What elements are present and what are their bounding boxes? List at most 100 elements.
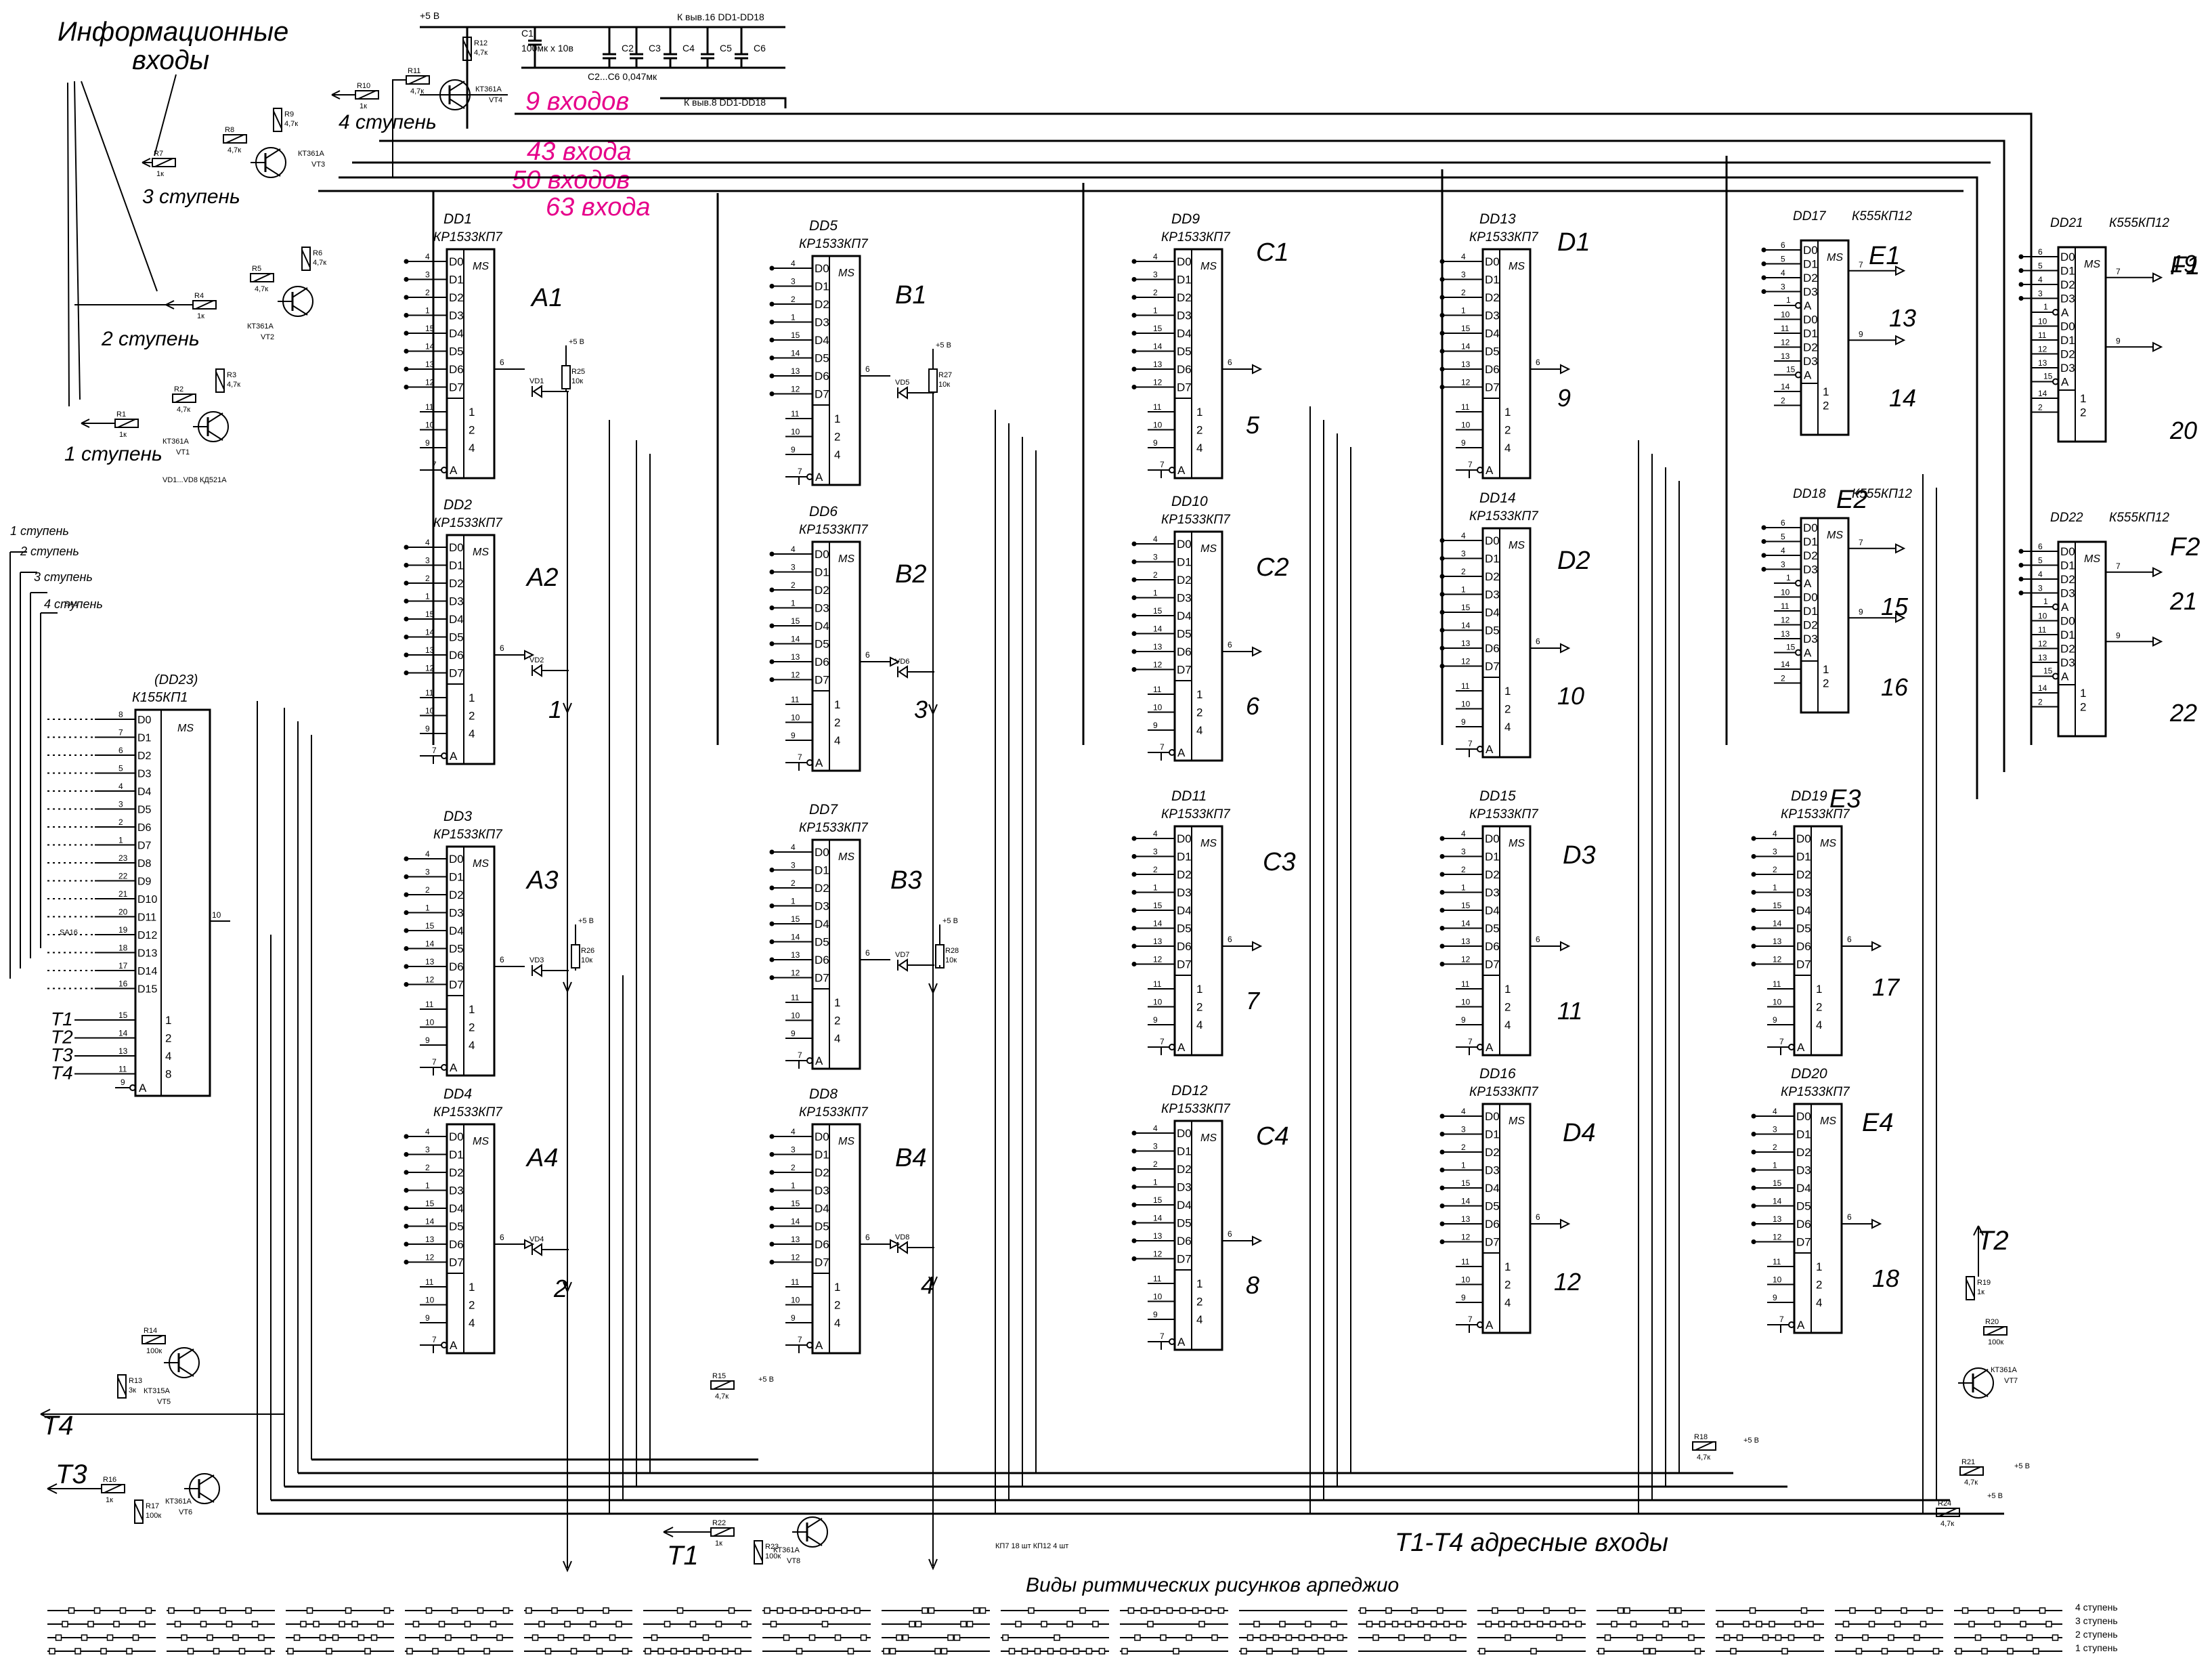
svg-text:КТ361А: КТ361А <box>475 85 502 93</box>
svg-text:КТ315А: КТ315А <box>144 1387 170 1395</box>
pin-number: 15 <box>791 331 800 340</box>
chip-type: КР1533КП7 <box>799 1105 869 1120</box>
pin-number: 4 <box>1461 1107 1466 1116</box>
pin-label: D0 <box>1177 538 1192 551</box>
pin-label: D0 <box>449 541 464 554</box>
cap-note: С2...С6 0,047мк <box>588 71 657 82</box>
arrow-out <box>890 656 901 667</box>
svg-text:VD5: VD5 <box>895 379 909 387</box>
svg-text:A: A <box>1804 577 1812 590</box>
note-mark <box>445 1634 452 1641</box>
chip-body <box>811 540 861 772</box>
pin-label: D5 <box>1485 1200 1500 1213</box>
pin-label: D3 <box>815 1185 829 1197</box>
svg-text:R15: R15 <box>712 1372 726 1380</box>
chip-ms-label: MS <box>1200 1132 1217 1144</box>
pin-number: 1 <box>791 1181 796 1191</box>
svg-text:100к: 100к <box>146 1512 161 1520</box>
note-mark <box>1127 1607 1135 1614</box>
pin-label: D6 <box>1796 1218 1811 1231</box>
pin-number: 7 <box>1779 1315 1784 1324</box>
note-mark <box>1543 1607 1550 1614</box>
svg-text:3 ступень: 3 ступень <box>34 570 93 584</box>
svg-text:4,7к: 4,7к <box>410 87 424 95</box>
svg-text:+5 В: +5 В <box>2014 1462 2030 1470</box>
pin-label: D5 <box>449 345 464 358</box>
svg-text:7: 7 <box>1859 260 1863 270</box>
svg-text:D2: D2 <box>1803 272 1818 284</box>
svg-text:D3: D3 <box>2060 587 2075 600</box>
chip-ms-label: MS <box>1820 1115 1836 1127</box>
note-mark <box>238 1648 246 1655</box>
svg-text:D10: D10 <box>137 894 157 906</box>
note-mark <box>1894 1621 1901 1627</box>
addr-label: 2 <box>1196 1296 1202 1308</box>
note-mark <box>1485 1621 1492 1627</box>
pin-number: 13 <box>425 645 435 655</box>
svg-text:VD1: VD1 <box>529 377 544 385</box>
svg-text:+5 В: +5 В <box>578 917 594 925</box>
pin-label: D5 <box>449 943 464 956</box>
pin-number: 13 <box>1461 360 1471 369</box>
pin-label: D6 <box>815 370 829 383</box>
addr-label: 4 <box>1504 1296 1511 1309</box>
pin-label: D2 <box>449 577 464 590</box>
addr-label: 1 <box>1504 1260 1511 1273</box>
out-pin: 6 <box>500 643 504 653</box>
chip-ref: DD2 <box>443 497 472 513</box>
svg-text:7: 7 <box>1859 538 1863 547</box>
note-mark <box>194 1607 200 1614</box>
note-mark <box>1285 1634 1293 1641</box>
pin-number: 10 <box>1153 1292 1163 1302</box>
pin-label: D1 <box>815 566 829 579</box>
stage-label-4: 4 ступень <box>339 111 437 133</box>
pin-number: 10 <box>791 713 800 723</box>
pin-label: D4 <box>1485 1182 1500 1195</box>
svg-text:12: 12 <box>1781 616 1790 625</box>
enable-label: A <box>1177 1336 1186 1348</box>
pin-label: D0 <box>815 1130 829 1143</box>
svg-text:+5 В: +5 В <box>1743 1436 1759 1445</box>
rhythm-pattern <box>882 1607 990 1655</box>
svg-text:R2: R2 <box>174 385 183 393</box>
svg-text:КТ361А: КТ361А <box>162 438 189 446</box>
svg-text:7: 7 <box>118 728 123 738</box>
pin-label: D6 <box>815 656 829 668</box>
block-label-b3: B3 <box>890 866 921 895</box>
pin-label: D4 <box>449 613 464 626</box>
note-mark <box>1305 1621 1311 1627</box>
rhythm-legend: 4 ступень 3 ступень 2 ступень 1 ступень <box>2075 1602 2118 1653</box>
svg-text:1: 1 <box>2043 597 2048 606</box>
pin-number: 12 <box>425 1253 435 1262</box>
svg-text:R12: R12 <box>474 39 487 47</box>
note-mark <box>1324 1634 1331 1641</box>
pin-number: 14 <box>791 635 800 644</box>
pin-number: 9 <box>1773 1015 1777 1025</box>
note-mark <box>735 1648 741 1655</box>
svg-text:R28: R28 <box>945 947 959 955</box>
addr-label: 1 <box>469 1281 475 1294</box>
stage-label-1: 1 ступень <box>64 443 162 465</box>
chip-body <box>1481 1103 1532 1334</box>
pin-number: 3 <box>791 1145 796 1155</box>
note-mark <box>1430 1621 1437 1627</box>
pin-number: 14 <box>1773 919 1782 929</box>
pin-number: 4 <box>425 849 430 859</box>
pin-number: 13 <box>1773 937 1782 946</box>
pin-number: 12 <box>1153 1250 1163 1259</box>
note-mark <box>1888 1634 1894 1641</box>
pin-label: D2 <box>1796 868 1811 881</box>
pin-number: 9 <box>791 731 796 740</box>
out-pin: 6 <box>1536 358 1540 367</box>
svg-text:1к: 1к <box>106 1496 113 1504</box>
pin-number: 9 <box>425 1313 430 1323</box>
pin-number: 14 <box>425 628 435 637</box>
pin-number: 15 <box>791 1199 800 1208</box>
svg-text:17: 17 <box>118 961 128 971</box>
block-label-c4: C4 <box>1256 1122 1289 1151</box>
note-mark <box>113 1621 120 1627</box>
pin-label: D2 <box>1485 1146 1500 1159</box>
